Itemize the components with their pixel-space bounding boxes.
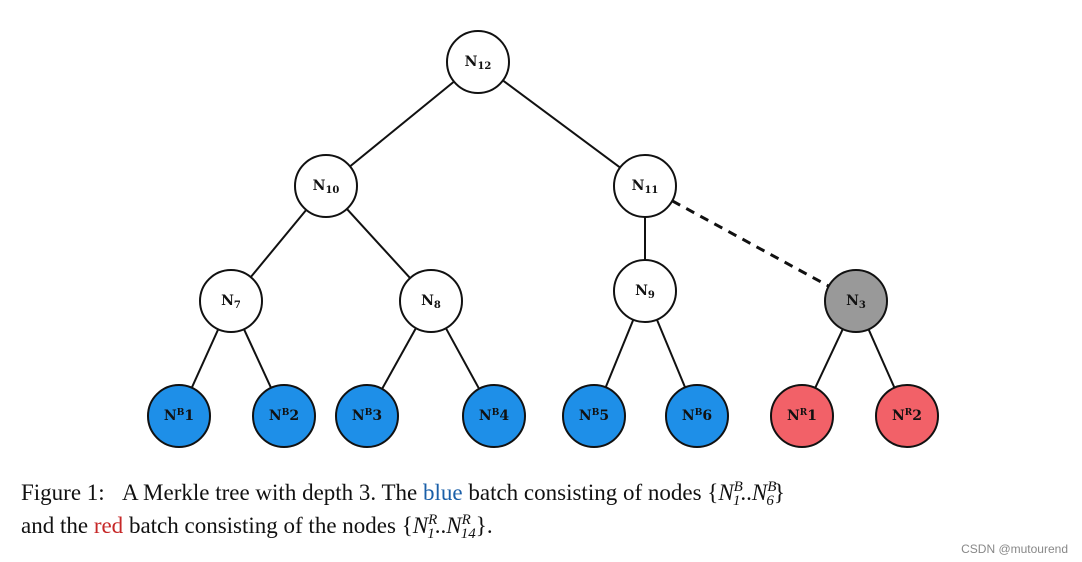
math-sub-end: 6 xyxy=(766,493,774,509)
math-sep: .. xyxy=(740,480,752,505)
math-sup: B xyxy=(733,479,743,495)
math-brace-close: }. xyxy=(475,513,493,538)
node-nb4: NB4 xyxy=(462,384,526,448)
edge-n8-nb3 xyxy=(381,327,417,390)
blue-batch-math: {NB1..NB6} xyxy=(707,479,785,509)
math-sub-start: 1 xyxy=(732,493,741,509)
edge-n9-nb5 xyxy=(604,319,635,388)
node-circle-nb6 xyxy=(665,384,729,448)
node-label-nb4: NB4 xyxy=(479,408,509,424)
math-brace-close: } xyxy=(773,480,785,505)
node-label-nb2: NB2 xyxy=(269,408,299,424)
node-nb5: NB5 xyxy=(562,384,626,448)
math-base: N xyxy=(718,480,734,505)
edge-n11-n3 xyxy=(671,199,830,288)
math-brace-open: { xyxy=(707,480,719,505)
edge-n12-n11 xyxy=(502,79,621,169)
node-circle-nr2 xyxy=(875,384,939,448)
edge-n3-nr2 xyxy=(867,328,896,389)
node-circle-nb1 xyxy=(147,384,211,448)
caption-text-2: batch consisting of nodes xyxy=(462,480,708,505)
caption-red-word: red xyxy=(93,513,124,538)
math-sub-end: 14 xyxy=(460,526,476,542)
node-circle-nb3 xyxy=(335,384,399,448)
node-circle-nr1 xyxy=(770,384,834,448)
node-label-nb5: NB5 xyxy=(579,408,609,424)
node-nb3: NB3 xyxy=(335,384,399,448)
math-sub-start: 1 xyxy=(427,526,435,542)
node-circle-n8 xyxy=(399,269,463,333)
node-label-n8: N8 xyxy=(421,293,441,311)
node-label-n7: N7 xyxy=(221,293,241,311)
edge-n9-nb6 xyxy=(655,319,687,388)
edge-n7-nb2 xyxy=(243,328,272,389)
caption-text-3: and the xyxy=(21,513,94,538)
node-n10: N10 xyxy=(294,154,358,218)
node-label-n3: N3 xyxy=(846,293,866,311)
edge-n10-n7 xyxy=(249,209,308,278)
node-n9: N9 xyxy=(613,259,677,323)
caption-text-1: A Merkle tree with depth 3. The xyxy=(121,480,424,505)
node-label-n10: N10 xyxy=(313,178,340,196)
edge-n12-n10 xyxy=(349,80,455,168)
node-circle-nb4 xyxy=(462,384,526,448)
node-n7: N7 xyxy=(199,269,263,333)
red-batch-math: {NR1..NR14}. xyxy=(401,512,493,542)
node-circle-n11 xyxy=(613,154,677,218)
math-brace-open: { xyxy=(401,513,413,538)
math-base-2: N xyxy=(751,480,768,505)
node-nb6: NB6 xyxy=(665,384,729,448)
node-label-n12: N12 xyxy=(465,54,492,72)
node-circle-n10 xyxy=(294,154,358,218)
node-circle-n7 xyxy=(199,269,263,333)
math-sup: R xyxy=(428,512,438,528)
math-base-2: N xyxy=(446,513,462,538)
math-base: N xyxy=(412,513,429,538)
node-circle-n3 xyxy=(824,269,888,333)
math-sep: .. xyxy=(434,513,447,538)
node-nr1: NR1 xyxy=(770,384,834,448)
node-nr2: NR2 xyxy=(875,384,939,448)
edge-n3-nr1 xyxy=(814,328,844,389)
node-label-n11: N11 xyxy=(632,178,659,196)
edge-n7-nb1 xyxy=(190,328,220,389)
edges-layer xyxy=(190,79,896,390)
node-nb2: NB2 xyxy=(252,384,316,448)
node-label-nr1: NR1 xyxy=(787,408,817,424)
node-n8: N8 xyxy=(399,269,463,333)
math-sup-2: B xyxy=(767,479,777,495)
node-n12: N12 xyxy=(446,30,510,94)
edge-n8-nb4 xyxy=(445,327,480,390)
caption-text-4: batch consisting of the nodes xyxy=(123,513,402,538)
caption-line-1: Figure 1: A Merkle tree with depth 3. Th… xyxy=(21,476,1071,509)
node-circle-nb5 xyxy=(562,384,626,448)
caption-label: Figure 1: xyxy=(21,480,105,505)
node-circle-n12 xyxy=(446,30,510,94)
figure-caption: Figure 1: A Merkle tree with depth 3. Th… xyxy=(21,476,1071,542)
node-label-nb1: NB1 xyxy=(164,408,194,424)
watermark: CSDN @mutourend xyxy=(961,542,1068,556)
math-sup-2: R xyxy=(461,512,471,528)
node-label-nr2: NR2 xyxy=(892,408,922,424)
node-nb1: NB1 xyxy=(147,384,211,448)
node-label-nb3: NB3 xyxy=(352,408,382,424)
node-n3: N3 xyxy=(824,269,888,333)
node-n11: N11 xyxy=(613,154,677,218)
node-circle-nb2 xyxy=(252,384,316,448)
edge-n10-n8 xyxy=(346,208,411,279)
node-circle-n9 xyxy=(613,259,677,323)
node-label-n9: N9 xyxy=(635,283,655,301)
caption-blue-word: blue xyxy=(423,480,463,505)
node-label-nb6: NB6 xyxy=(682,408,712,424)
caption-line-2: and the red batch consisting of the node… xyxy=(21,509,1071,542)
